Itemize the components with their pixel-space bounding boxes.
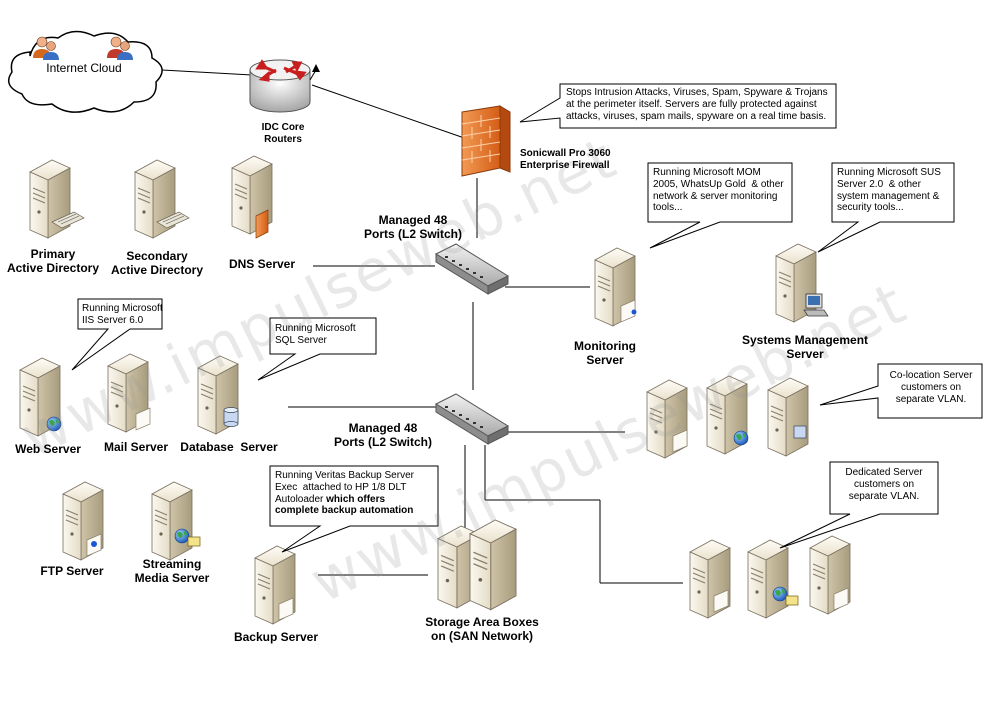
label-web-server: Web Server bbox=[15, 442, 81, 456]
label-ftp-server: FTP Server bbox=[40, 564, 104, 578]
switch-icon bbox=[434, 243, 510, 295]
server-icon bbox=[29, 159, 85, 239]
router-icon bbox=[249, 59, 320, 113]
server-icon bbox=[231, 155, 273, 239]
users-icon bbox=[33, 36, 59, 60]
callout-colo-text: Co-location Server customers on separate… bbox=[889, 370, 973, 405]
label-monitoring-server: Monitoring Server bbox=[574, 339, 636, 367]
firewall-icon bbox=[461, 105, 511, 177]
label-backup-server: Backup Server bbox=[233, 630, 319, 644]
label-streaming-media-server: Streaming Media Server bbox=[134, 557, 210, 585]
callout-firewall bbox=[519, 83, 837, 129]
media-icon bbox=[187, 536, 201, 547]
callout-backup bbox=[269, 465, 439, 553]
label-mail-server: Mail Server bbox=[103, 440, 169, 454]
callout-mom bbox=[647, 162, 793, 249]
server-icon bbox=[62, 481, 104, 561]
database-icon bbox=[223, 407, 239, 427]
connection-lines bbox=[161, 69, 683, 584]
server-icon bbox=[151, 481, 201, 561]
callout-iis-text: Running Microsoft IIS Server 6.0 bbox=[82, 303, 163, 326]
label-firewall: Sonicwall Pro 3060 Enterprise Firewall bbox=[520, 148, 611, 171]
server-icon bbox=[197, 355, 239, 435]
server-icon bbox=[134, 159, 190, 239]
server-icon bbox=[775, 243, 829, 323]
database-icon bbox=[793, 425, 807, 439]
server-icon bbox=[594, 247, 637, 327]
callout-sus-text: Running Microsoft SUS Server 2.0 & other… bbox=[837, 167, 941, 214]
callout-dedicated-text: Dedicated Server customers on separate V… bbox=[845, 467, 923, 502]
callout-backup-text: Running Veritas Backup Server Exec attac… bbox=[275, 470, 414, 517]
server-icon bbox=[254, 545, 296, 625]
label-systems-management-server: Systems Management Server bbox=[741, 333, 869, 361]
label-idc-core-routers: IDC Core Routers bbox=[261, 122, 305, 145]
callout-backup-bold1: which offers bbox=[326, 493, 386, 505]
workstation-icon bbox=[803, 293, 829, 317]
server-icon bbox=[809, 535, 851, 615]
server-icon bbox=[747, 539, 799, 619]
callout-backup-plain: Running Veritas Backup Server Exec attac… bbox=[275, 470, 414, 505]
media-icon bbox=[785, 595, 799, 606]
switch-icon bbox=[434, 393, 510, 445]
callout-iis bbox=[71, 298, 163, 371]
internet-cloud bbox=[7, 30, 163, 113]
label-switch-mid: Managed 48 Ports (L2 Switch) bbox=[333, 421, 432, 449]
callout-sql-text: Running Microsoft SQL Server bbox=[275, 323, 356, 346]
server-icon bbox=[767, 377, 809, 457]
users-icon bbox=[107, 36, 133, 60]
label-secondary-ad: Secondary Active Directory bbox=[110, 249, 204, 277]
server-icon bbox=[689, 539, 731, 619]
label-primary-ad: Primary Active Directory bbox=[6, 247, 100, 275]
label-database-server: Database Server bbox=[180, 440, 278, 454]
callout-sql bbox=[257, 317, 377, 381]
callout-mom-text: Running Microsoft MOM 2005, WhatsUp Gold… bbox=[653, 167, 784, 214]
callout-dedicated bbox=[779, 461, 939, 549]
link-cloud-router bbox=[161, 69, 253, 76]
callout-backup-bold2: complete backup automation bbox=[275, 505, 414, 517]
label-internet-cloud: Internet Cloud bbox=[46, 61, 122, 75]
callout-firewall-text: Stops Intrusion Attacks, Viruses, Spam, … bbox=[566, 87, 828, 122]
label-dns-server: DNS Server bbox=[228, 257, 296, 271]
link-router-firewall bbox=[311, 84, 471, 141]
callout-sus bbox=[817, 162, 955, 253]
callout-colo bbox=[819, 363, 983, 419]
callout-shapes bbox=[71, 83, 983, 553]
label-storage-area: Storage Area Boxes on (SAN Network) bbox=[425, 615, 539, 643]
label-switch-top: Managed 48 Ports (L2 Switch) bbox=[363, 213, 462, 241]
